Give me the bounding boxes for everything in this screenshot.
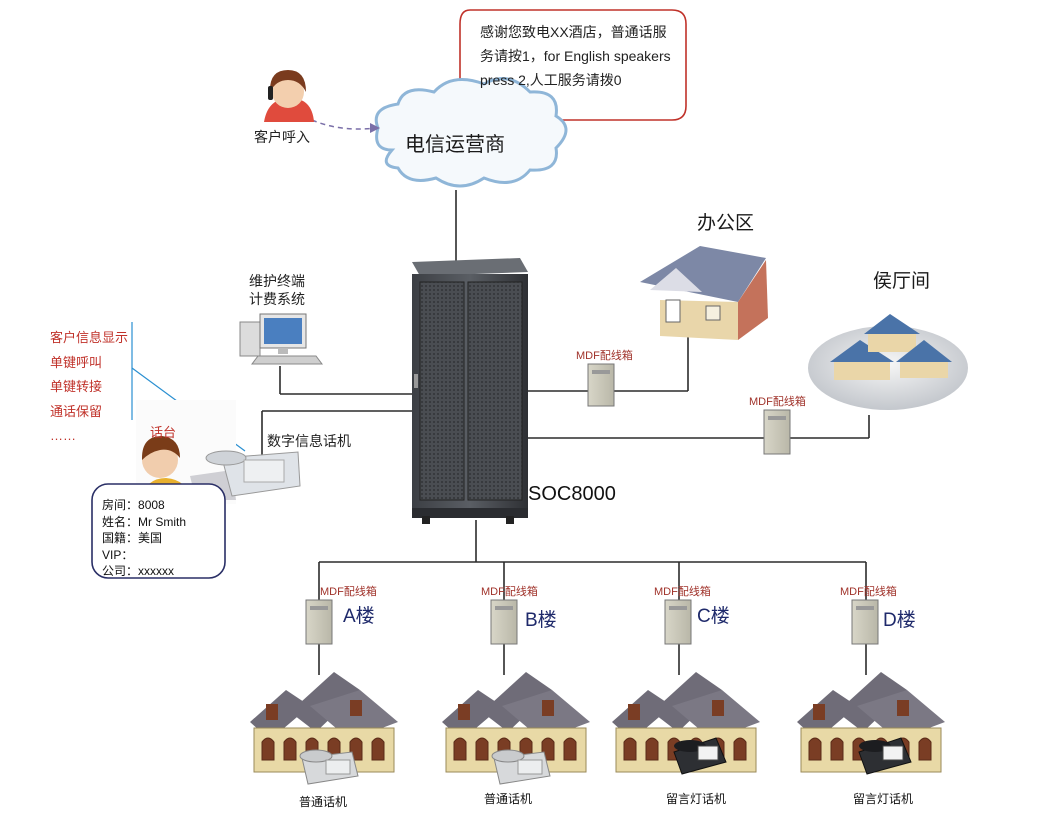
mdf-box-office — [587, 363, 615, 407]
building-a-label: A楼 — [343, 606, 375, 627]
house-d — [797, 672, 945, 775]
floor-mdf-group — [305, 599, 879, 645]
mdf-label-lobby: MDF配线箱 — [749, 396, 806, 408]
mdf-box-d — [851, 599, 879, 645]
guest-info-value: 美国 — [138, 531, 163, 545]
guest-info-key: VIP： — [102, 547, 134, 562]
guest-info-key: 国籍： — [102, 531, 139, 545]
cloud-label: 电信运营商 — [405, 134, 505, 156]
maint-label-2: 计费系统 — [249, 291, 305, 307]
caller-figure — [264, 70, 314, 122]
guest-info-row: VIP： — [102, 547, 186, 564]
caller-label: 客户呼入 — [254, 129, 310, 145]
guest-info-row: 国籍：美国 — [102, 530, 186, 547]
feature-item: 单键转接 — [50, 379, 103, 394]
feature-item: 客户信息显示 — [50, 330, 129, 345]
building-c-label: C楼 — [697, 606, 730, 627]
floor-houses-group — [250, 672, 945, 785]
telecom-cloud — [374, 77, 568, 188]
digital-phone-label: 数字信息话机 — [267, 433, 351, 449]
mdf-box-lobby — [763, 409, 791, 455]
mdf-label-d: MDF配线箱 — [840, 586, 897, 598]
operator-label: 话台 — [150, 425, 177, 440]
guest-info-box — [91, 483, 226, 579]
guest-info-row: 房间：8008 — [102, 497, 186, 514]
house-a — [250, 672, 398, 785]
mdf-label-office: MDF配线箱 — [576, 350, 633, 362]
plain-phone-icon-a — [299, 749, 359, 785]
building-d-label: D楼 — [883, 610, 916, 631]
mdf-box-b — [490, 599, 518, 645]
incoming-call-arrowhead — [370, 123, 380, 133]
plain-phone-icon-b — [491, 749, 551, 785]
maintenance-computer — [239, 313, 323, 365]
guest-info-value: 8008 — [138, 498, 165, 512]
house-b — [442, 672, 590, 785]
guest-info-value: Mr Smith — [138, 514, 187, 529]
guest-info-key: 姓名： — [102, 514, 139, 529]
incoming-call-line — [311, 119, 377, 130]
lobby-area — [808, 314, 968, 410]
feature-list: 客户信息显示 单键呼叫 单键转接 通话保留 …… — [50, 326, 128, 449]
house-c — [612, 672, 760, 775]
digital-info-phone — [205, 450, 301, 497]
feature-item: …… — [50, 428, 76, 443]
mdf-label-a: MDF配线箱 — [320, 586, 377, 598]
mdf-label-c: MDF配线箱 — [654, 586, 711, 598]
feature-item: 通话保留 — [50, 403, 103, 419]
phone-label-c: 留言灯话机 — [666, 792, 727, 806]
mdf-box-a — [305, 599, 333, 645]
guest-info-row: 姓名：Mr Smith — [102, 514, 186, 531]
guest-info-key: 房间： — [102, 498, 139, 512]
feature-item: 单键呼叫 — [50, 354, 103, 370]
lobby-label: 侯厅间 — [873, 271, 931, 292]
guest-info-text: 房间：8008 姓名：Mr Smith 国籍：美国 VIP： 公司：xxxxxx — [102, 497, 186, 580]
message-phone-icon-d — [858, 737, 912, 775]
phone-label-a: 普通话机 — [299, 795, 348, 809]
message-phone-icon-c — [673, 737, 727, 775]
guest-info-key: 公司： — [102, 564, 139, 578]
building-b-label: B楼 — [525, 610, 557, 631]
office-label: 办公区 — [697, 213, 755, 234]
guest-info-row: 公司：xxxxxx — [102, 563, 186, 580]
mdf-box-c — [664, 599, 692, 645]
mdf-label-b: MDF配线箱 — [481, 586, 538, 598]
phone-label-b: 普通话机 — [484, 792, 533, 806]
guest-info-value: xxxxxx — [138, 564, 175, 578]
bubble-text: 感谢您致电XX酒店，普通话服务请按1，for English speakers … — [480, 24, 671, 88]
phone-label-d: 留言灯话机 — [853, 792, 914, 806]
office-building — [640, 246, 768, 340]
pbx-label: SOC8000 — [528, 483, 616, 505]
soc8000-cabinet — [412, 258, 528, 524]
maint-label-1: 维护终端 — [249, 273, 305, 289]
